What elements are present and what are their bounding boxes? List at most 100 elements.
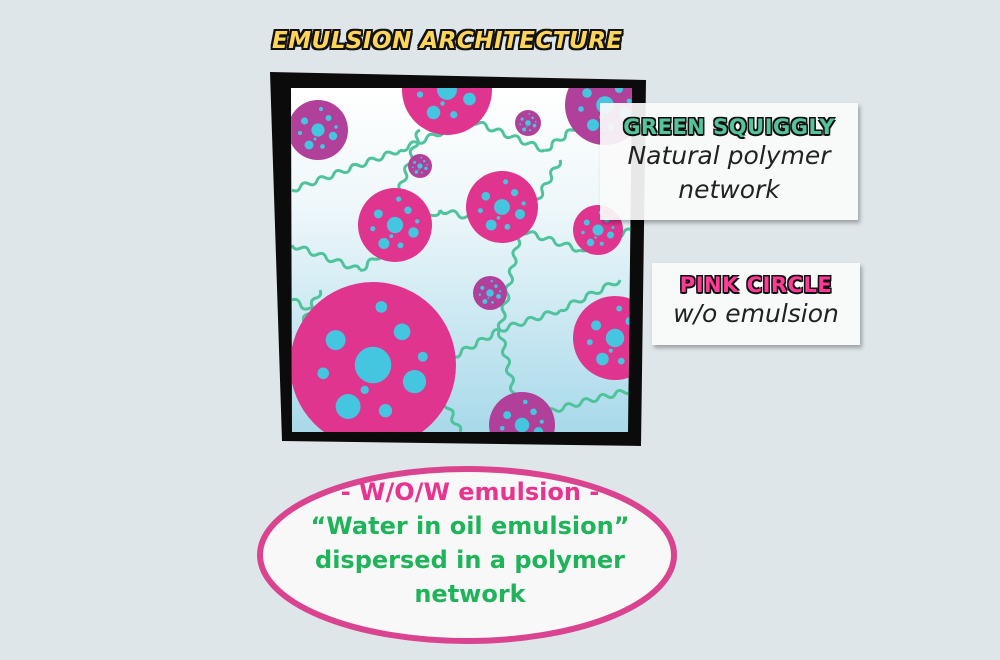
caption-line: network — [414, 580, 526, 608]
inner-water-droplet — [582, 88, 592, 98]
inner-water-droplet — [437, 88, 457, 100]
inner-water-droplet — [300, 117, 309, 125]
inner-water-droplet — [463, 92, 476, 106]
inner-water-droplet — [586, 238, 595, 247]
inner-water-droplet — [370, 226, 376, 232]
inner-water-droplet — [615, 88, 623, 93]
inner-water-droplet — [535, 120, 537, 123]
inner-water-droplet — [510, 189, 519, 197]
inner-water-droplet — [514, 417, 530, 432]
legend-description: w/o emulsion — [673, 299, 839, 328]
inner-water-droplet — [414, 219, 420, 224]
inner-water-droplet — [393, 323, 411, 341]
caption-oval — [257, 466, 677, 644]
caption-line: - W/O/W emulsion - — [340, 478, 600, 506]
inner-water-droplet — [486, 289, 494, 297]
inner-water-droplet — [491, 300, 494, 304]
inner-water-droplet — [389, 234, 394, 238]
inner-water-droplet — [426, 105, 441, 120]
inner-water-droplet — [426, 164, 428, 166]
inner-water-droplet — [496, 294, 501, 299]
inner-water-droplet — [490, 279, 493, 283]
inner-water-droplet — [587, 119, 599, 131]
inner-water-droplet — [581, 230, 585, 235]
inner-water-droplet — [616, 305, 623, 312]
inner-water-droplet — [525, 120, 531, 126]
caption: - W/O/W emulsion - “Water in oil emulsio… — [280, 475, 660, 611]
inner-water-droplet — [408, 227, 419, 238]
inner-water-droplet — [418, 169, 420, 171]
inner-water-droplet — [522, 127, 527, 132]
inner-water-droplet — [521, 201, 526, 206]
inner-water-droplet — [335, 394, 361, 419]
inner-water-droplet — [477, 208, 483, 214]
inner-water-droplet — [480, 285, 485, 290]
inner-water-droplet — [594, 236, 597, 239]
inner-water-droplet — [499, 425, 505, 431]
inner-water-droplet — [414, 170, 419, 174]
inner-water-droplet — [417, 351, 428, 362]
inner-water-droplet — [599, 241, 604, 246]
inner-water-droplet — [318, 106, 324, 112]
polymer-squiggle — [468, 119, 546, 153]
inner-water-droplet — [424, 166, 428, 171]
inner-water-droplet — [583, 219, 590, 226]
inner-water-droplet — [458, 68, 467, 77]
inner-water-droplet — [503, 179, 509, 185]
inner-water-droplet — [485, 219, 497, 231]
inner-water-droplet — [328, 131, 338, 141]
inner-water-droplet — [514, 209, 526, 220]
inner-water-droplet — [378, 404, 393, 418]
inner-water-droplet — [530, 408, 537, 416]
inner-water-droplet — [423, 160, 426, 163]
inner-water-droplet — [320, 144, 325, 149]
inner-water-droplet — [608, 348, 613, 353]
inner-water-droplet — [496, 216, 501, 220]
inner-water-droplet — [606, 74, 612, 80]
inner-water-droplet — [297, 130, 303, 136]
inner-water-droplet — [440, 101, 445, 106]
inner-water-droplet — [596, 352, 609, 366]
polymer-squiggle — [518, 229, 581, 253]
polymer-squiggle — [291, 149, 402, 193]
inner-water-droplet — [378, 237, 390, 250]
inner-water-droplet — [487, 297, 490, 299]
inner-water-droplet — [499, 290, 502, 293]
inner-water-droplet — [532, 123, 537, 128]
inner-water-droplet — [417, 163, 423, 169]
legend-card-polymer: GREEN SQUIGGLY Natural polymer network — [600, 103, 858, 220]
inner-water-droplet — [531, 116, 534, 120]
polymer-squiggle — [291, 244, 362, 271]
inner-water-droplet — [478, 293, 481, 296]
inner-water-droplet — [578, 106, 584, 112]
inner-water-droplet — [591, 320, 602, 331]
inner-water-droplet — [522, 399, 528, 405]
inner-water-droplet — [402, 369, 427, 394]
inner-water-droplet — [420, 156, 423, 159]
inner-water-droplet — [607, 231, 614, 239]
inner-water-droplet — [586, 339, 593, 346]
inner-water-droplet — [528, 129, 531, 132]
inner-water-droplet — [519, 123, 522, 126]
inner-water-droplet — [334, 125, 338, 129]
inner-water-droplet — [420, 171, 423, 174]
inner-water-droplet — [325, 115, 332, 121]
legend-description: Natural polymer network — [627, 141, 831, 204]
legend-card-emulsion: PINK CIRCLE w/o emulsion — [652, 263, 860, 345]
inner-water-droplet — [325, 330, 346, 351]
inner-water-droplet — [503, 411, 512, 420]
inner-water-droplet — [528, 112, 531, 115]
polymer-squiggle — [496, 228, 522, 331]
inner-water-droplet — [404, 206, 412, 214]
legend-heading: GREEN SQUIGGLY — [623, 115, 835, 139]
inner-water-droplet — [520, 117, 524, 121]
inner-water-droplet — [592, 224, 604, 236]
caption-line: dispersed in a polymer — [315, 546, 625, 574]
inner-water-droplet — [450, 111, 458, 119]
inner-water-droplet — [304, 140, 314, 150]
polymer-squiggle — [559, 279, 622, 313]
inner-water-droplet — [448, 55, 454, 61]
inner-water-droplet — [494, 284, 498, 288]
inner-water-droplet — [626, 98, 632, 104]
inner-water-droplet — [611, 226, 615, 229]
